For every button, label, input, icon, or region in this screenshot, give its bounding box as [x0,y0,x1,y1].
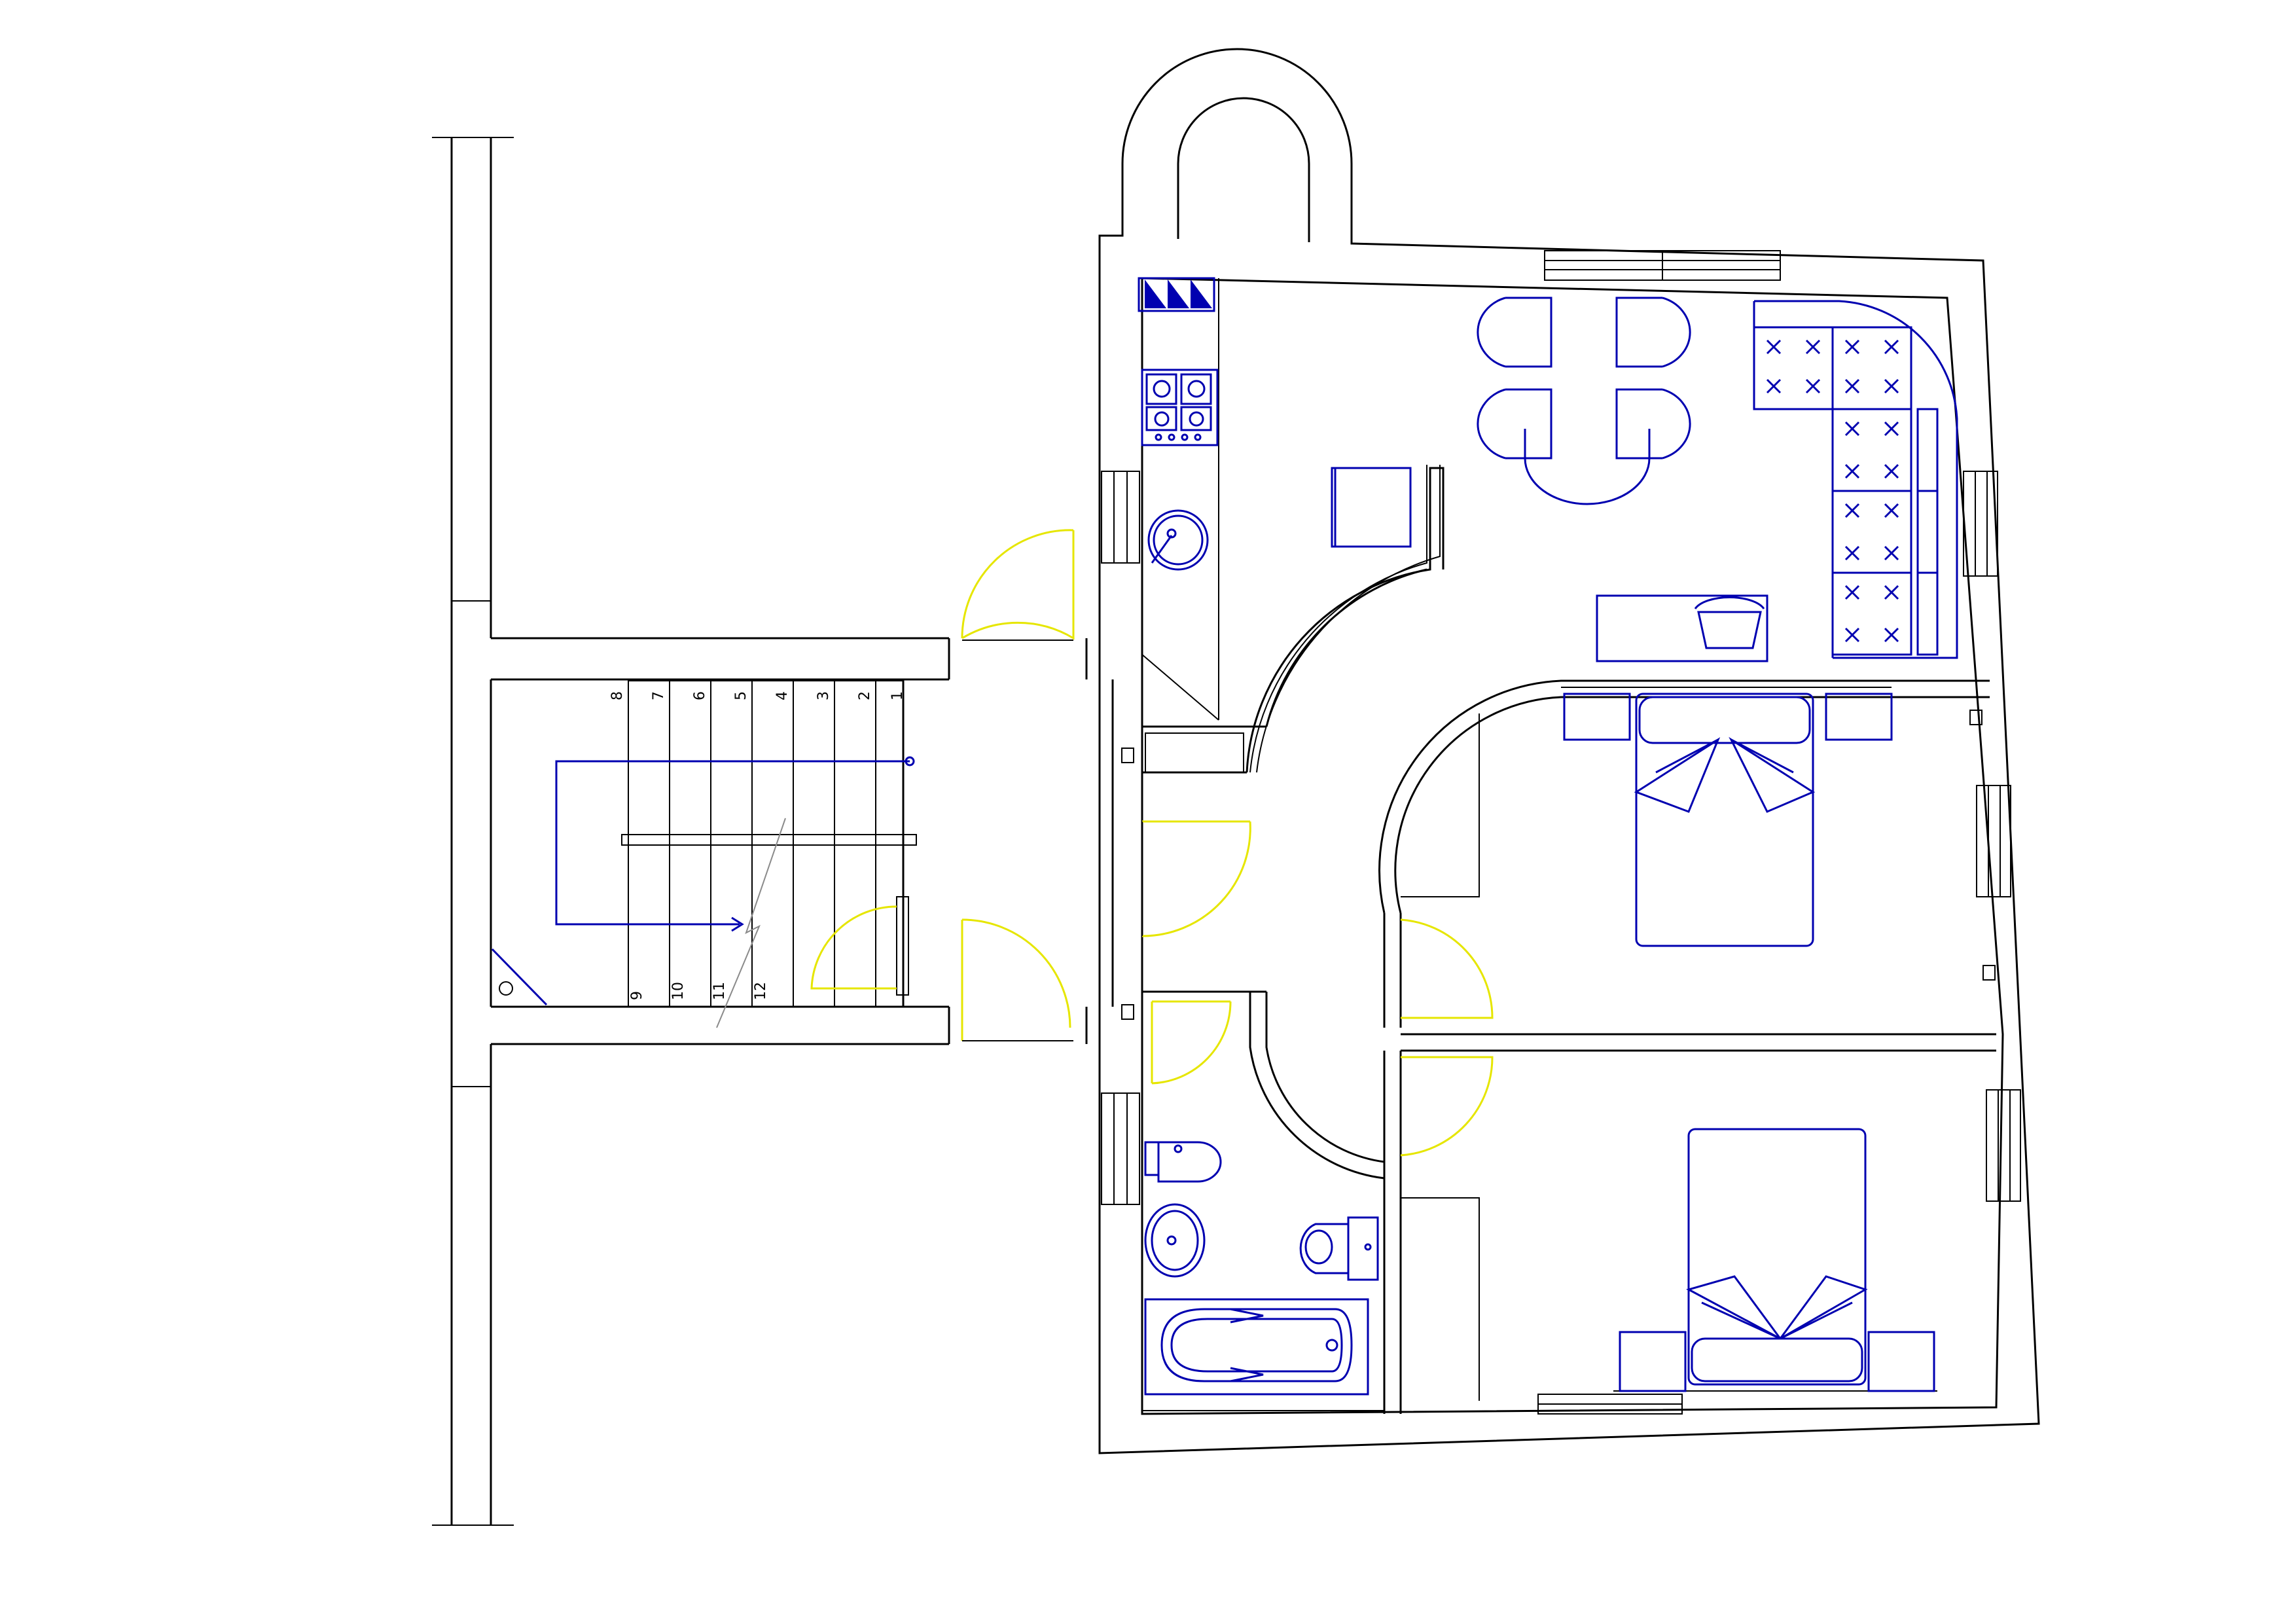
step-number: 4 [774,691,791,700]
window-kitchen [1101,471,1140,564]
step-number: 9 [629,991,645,1000]
staircase: 8 7 6 5 4 3 2 1 9 10 11 12 [491,680,917,1028]
bedroom2 [1613,1128,1937,1392]
kitchen [1138,277,1441,773]
fridge-icon [1138,277,1215,312]
toilet-icon [1299,1216,1379,1281]
entrance-door-top [961,529,1075,641]
sofa-tuft-icon [1844,585,1860,600]
window-living-right [1963,471,1998,577]
sofa-tuft-icon [1805,378,1821,394]
step-number: 10 [670,982,687,1000]
sink-icon [1147,509,1209,571]
entrance-door-bottom [961,918,1073,1041]
neighbour-wall [432,137,514,1526]
bathtub-icon [1144,1298,1369,1396]
apartment-outer-walls [1098,48,2040,1454]
sofa-tufts [1766,339,1899,643]
sofa-tuft-icon [1766,378,1782,394]
oven-icon [1331,467,1412,548]
step-number: 6 [692,691,708,700]
sofa-tuft-icon [1884,463,1899,479]
tv-unit [1596,594,1768,662]
window-bathroom [1101,1092,1140,1205]
hall-door [1141,820,1251,937]
step-number: 5 [733,691,749,700]
window-bottom [1537,1394,1683,1415]
window-bedroom2 [1986,1089,2021,1202]
sofa-tuft-icon [1884,585,1899,600]
sofa-tuft-icon [1884,627,1899,643]
step-number: 11 [711,982,728,1000]
sofa-tuft-icon [1844,339,1860,355]
dining-table [1477,297,1691,505]
chair-icon [1477,388,1552,460]
washbasin-icon [1144,1203,1206,1278]
stair-numbers-upper: 8 7 6 5 4 3 2 1 [609,691,906,700]
step-number: 12 [753,982,769,1000]
sofa-tuft-icon [1884,339,1899,355]
interior-walls [1111,467,1996,1414]
stove-icon [1141,369,1219,446]
step-number: 7 [651,691,667,700]
step-number: 3 [816,691,832,700]
bathroom [1142,1141,1384,1411]
stair-treads [628,681,876,1007]
stair-numbers-lower: 9 10 11 12 [629,982,769,1000]
sofa-tuft-icon [1884,378,1899,394]
sofa-tuft-icon [1884,421,1899,437]
step-number: 2 [857,691,873,700]
sofa-tuft-icon [1884,545,1899,561]
bathroom-door [1151,1000,1232,1085]
bedroom1-door [1400,918,1494,1019]
sofa-tuft-icon [1884,503,1899,518]
sofa-tuft-icon [1766,339,1782,355]
window-top [1544,250,1781,281]
chair-icon [1477,297,1552,368]
sofa-tuft-icon [1844,421,1860,437]
bedroom2-door [1400,1056,1494,1157]
windows [1101,250,2021,1415]
sofa-tuft-icon [1844,378,1860,394]
doors [961,529,1494,1157]
bedroom1 [1561,687,1893,947]
sofa-tuft-icon [1844,627,1860,643]
stair-door [810,905,897,990]
corner-sofa [1753,300,1958,659]
sofa-tuft-icon [1844,545,1860,561]
sofa-tuft-icon [1844,463,1860,479]
chair-icon [1615,297,1691,368]
bidet-icon [1144,1141,1222,1183]
step-number: 8 [609,691,626,700]
sofa-tuft-icon [1844,503,1860,518]
window-bedroom1 [1976,785,2011,897]
step-number: 1 [889,691,906,700]
sofa-tuft-icon [1805,339,1821,355]
chair-icon [1615,388,1691,460]
